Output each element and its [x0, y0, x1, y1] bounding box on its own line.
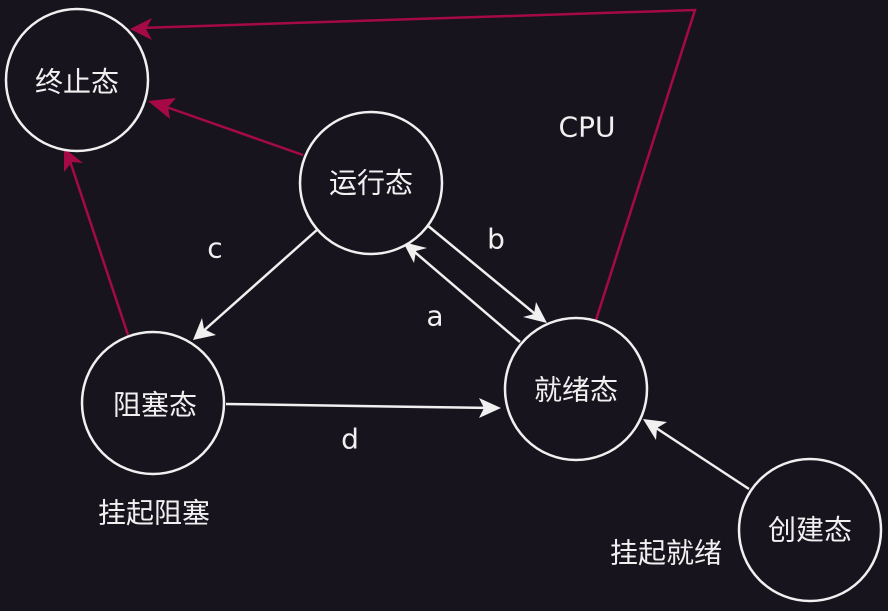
node-label: 终止态 [35, 66, 119, 99]
edge-blocked-to-terminated [64, 148, 130, 336]
node-ready[interactable]: 就绪态 [503, 316, 649, 462]
annotation-suspend-blocked: 挂起阻塞 [98, 497, 210, 530]
edge-ready-to-terminated-cpu [130, 8, 697, 321]
arrowhead [193, 318, 216, 340]
edge-label-cpu: CPU [559, 111, 616, 144]
node-label: 运行态 [329, 167, 413, 200]
annotation-suspend-ready: 挂起就绪 [610, 537, 722, 570]
node-label: 创建态 [768, 514, 852, 547]
edge-blocked-to-ready [225, 398, 501, 418]
node-blocked[interactable]: 阻塞态 [80, 330, 226, 476]
node-terminated[interactable]: 终止态 [4, 7, 150, 153]
node-created[interactable]: 创建态 [737, 457, 883, 603]
edge-running-to-blocked [193, 228, 319, 340]
arrowhead [148, 98, 176, 119]
node-label: 阻塞态 [113, 389, 197, 422]
arrowhead [523, 302, 547, 323]
arrowhead [479, 398, 501, 418]
edge-ready-to-running [403, 242, 521, 343]
arrowhead [130, 18, 152, 40]
arrowhead [403, 242, 427, 263]
node-label: 就绪态 [534, 374, 618, 407]
edge-label-a: a [426, 300, 443, 333]
arrowhead [643, 419, 667, 440]
arrowhead [64, 148, 83, 172]
edge-label-b: b [487, 223, 505, 256]
edge-running-to-terminated [148, 98, 304, 157]
edge-label-d: d [341, 423, 359, 456]
edge-running-to-ready [426, 224, 547, 323]
edge-created-to-ready [643, 419, 750, 491]
edge-label-c: c [207, 232, 222, 265]
node-running[interactable]: 运行态 [298, 110, 444, 256]
